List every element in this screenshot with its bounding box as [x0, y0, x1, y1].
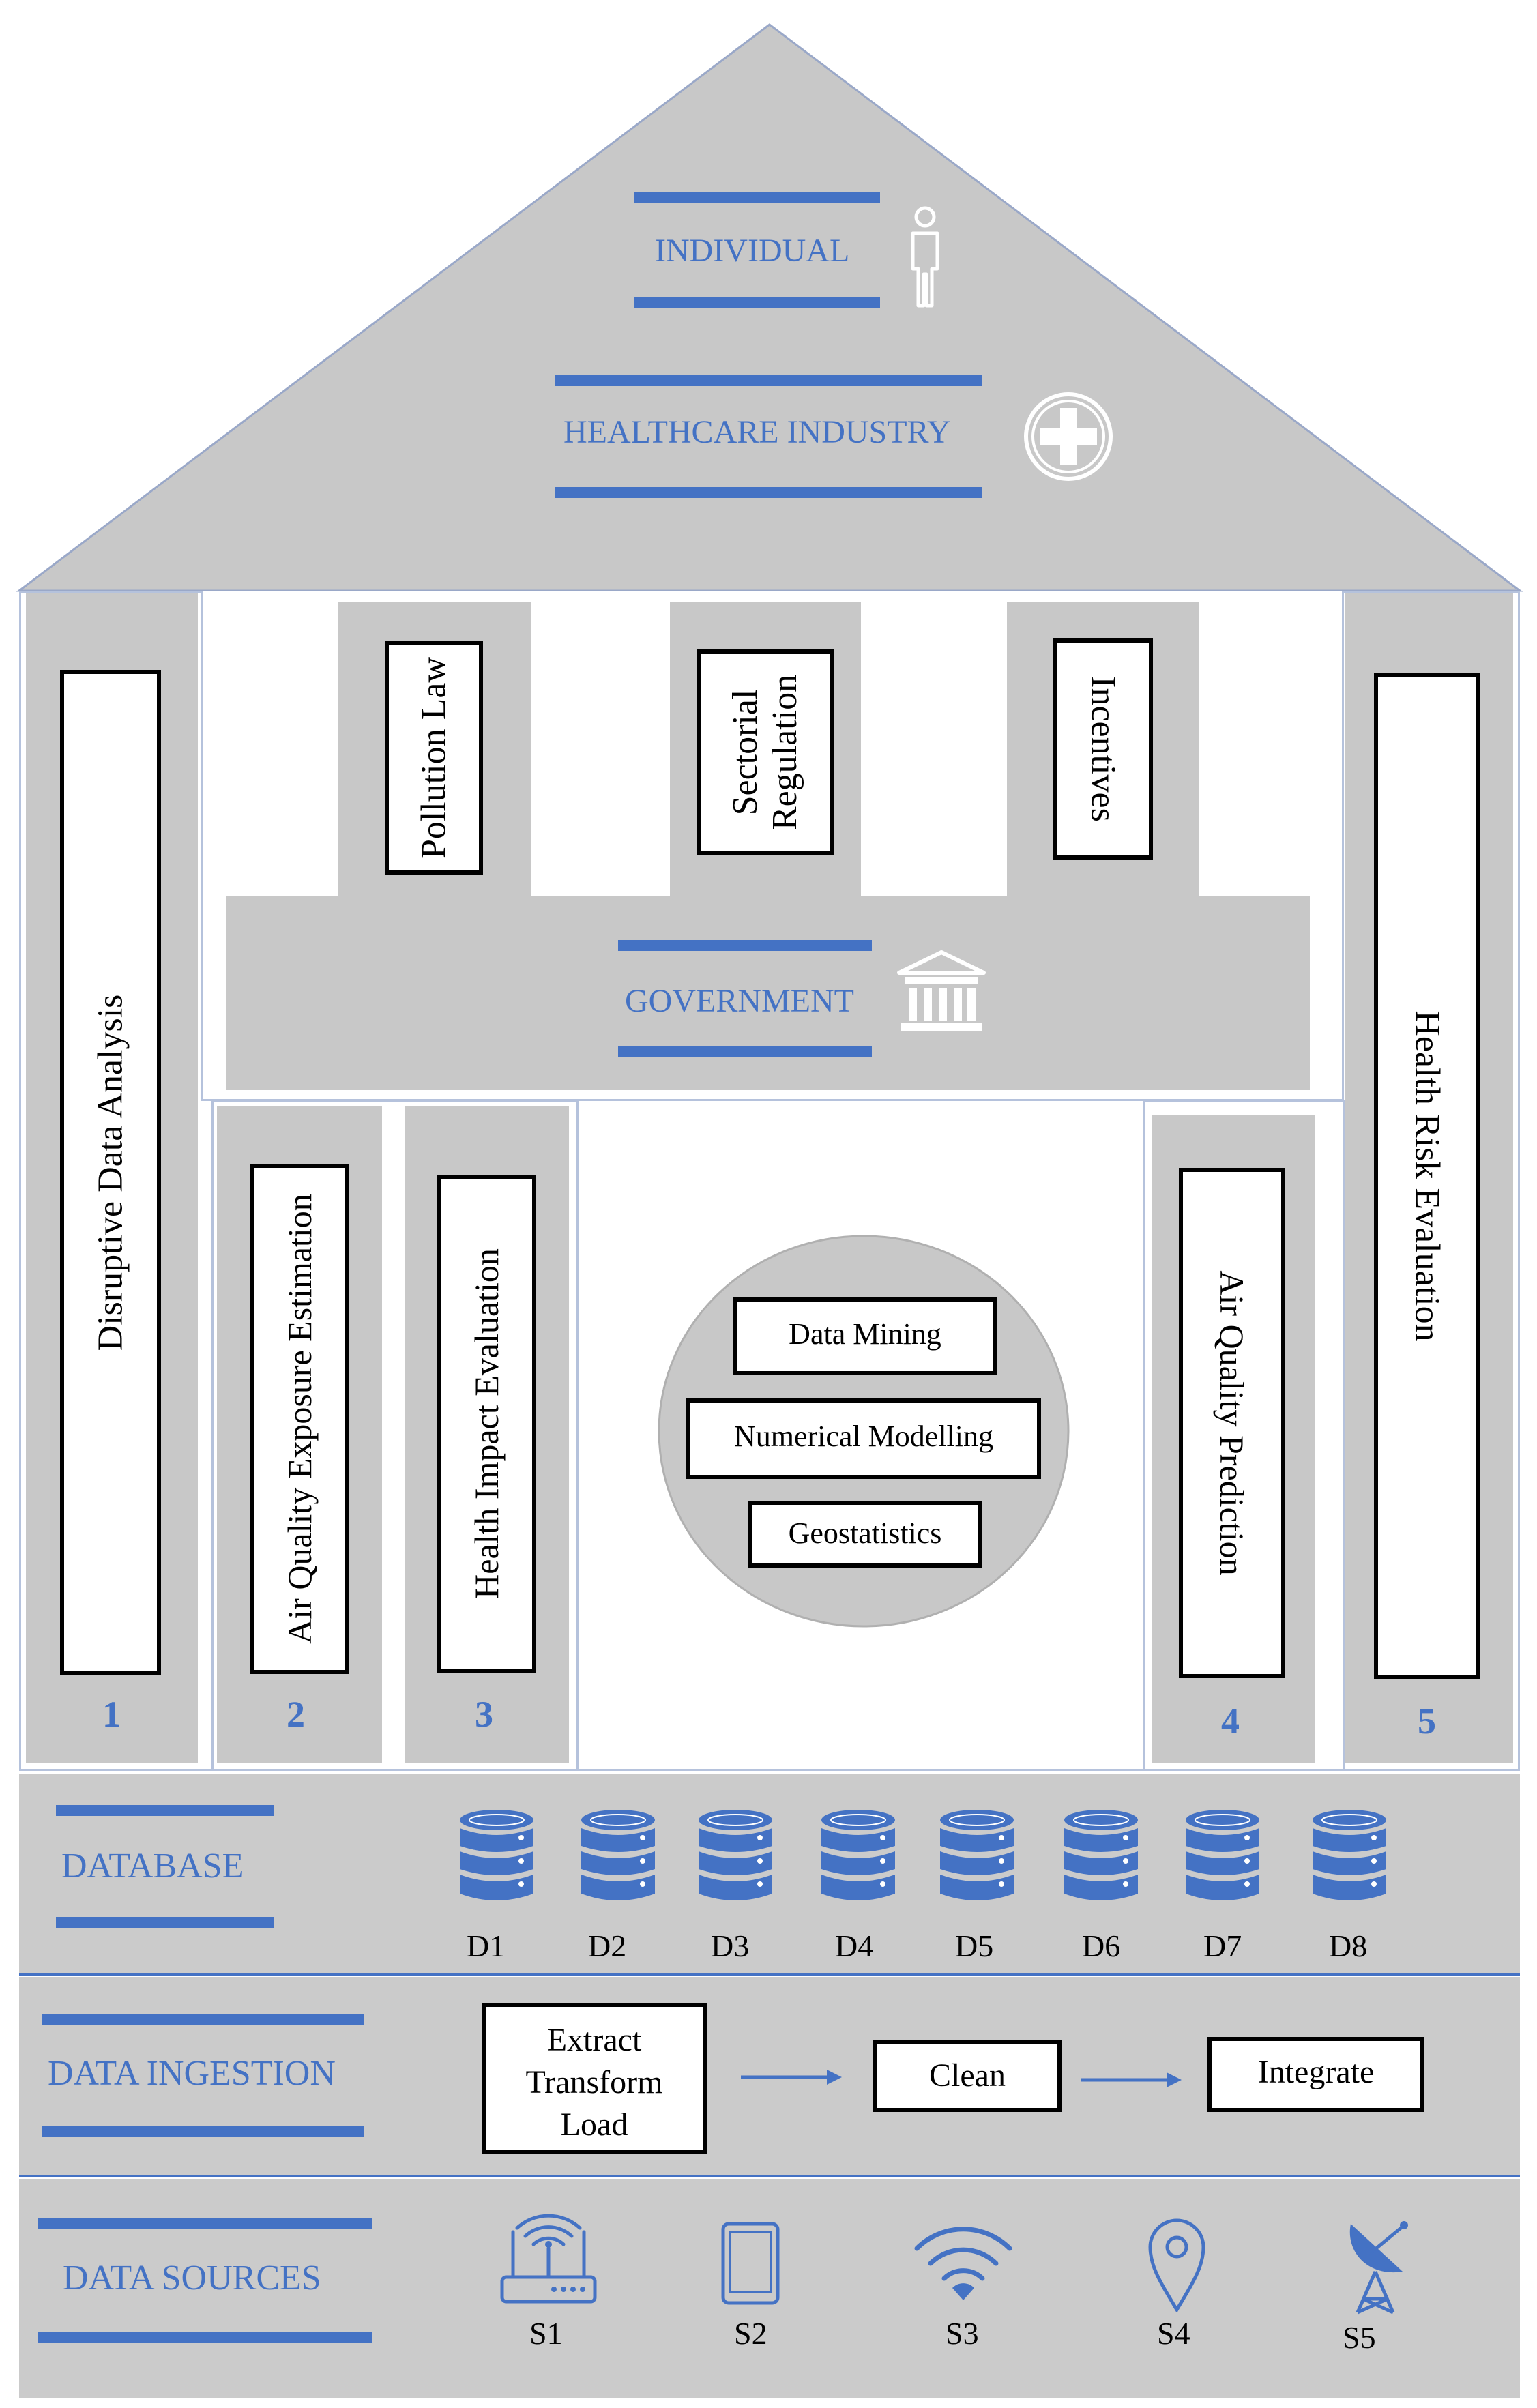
government-bar-bottom [618, 1046, 872, 1057]
integrate-label: Integrate [1257, 2054, 1375, 2090]
s4-label: S4 [1157, 2316, 1190, 2351]
database-icon [460, 1810, 533, 1900]
incentives-label: Incentives [1083, 676, 1123, 822]
database-label-d7: D7 [1203, 1928, 1242, 1963]
router-icon [500, 2214, 597, 2304]
pillar-3-label-box [437, 1175, 536, 1673]
person-icon [911, 206, 939, 308]
healthcare-bar-top [555, 375, 982, 386]
data-sources-label: DATA SOURCES [63, 2259, 321, 2297]
database-icon [940, 1810, 1014, 1900]
pillar-1-label-box [60, 670, 161, 1675]
medical-cross-icon [1024, 392, 1113, 481]
database-icon [821, 1810, 895, 1900]
data-ingestion-label: DATA INGESTION [48, 2054, 336, 2093]
geostatistics-label: Geostatistics [788, 1516, 942, 1550]
database-icon [699, 1810, 772, 1900]
database-bar-top [56, 1805, 274, 1816]
database-icon [1064, 1810, 1138, 1900]
database-label-d1: D1 [467, 1928, 506, 1963]
s1-label: S1 [529, 2316, 563, 2351]
pillar-3-label: Health Impact Evaluation [467, 1248, 506, 1599]
transform-label: Transform [525, 2064, 663, 2100]
etl-box [482, 2003, 707, 2154]
pillar-4-label-box [1179, 1168, 1285, 1678]
clean-label: Clean [929, 2057, 1006, 2094]
individual-bar-bottom [634, 297, 880, 308]
government-beam [226, 896, 1310, 1090]
pillar-2-label: Air Quality Exposure Estimation [280, 1194, 319, 1644]
government-label: GOVERNMENT [625, 983, 854, 1019]
sources-bar-bottom [38, 2332, 372, 2343]
database-label: DATABASE [61, 1847, 244, 1885]
etl-label: Extract Transform Load [482, 2019, 707, 2146]
sectorial-regulation-box [697, 649, 834, 855]
individual-label: INDIVIDUAL [655, 233, 850, 269]
pillar-3-number: 3 [475, 1694, 493, 1735]
government-building-icon [897, 950, 986, 1031]
numerical-modelling-box [686, 1398, 1041, 1479]
wifi-icon [914, 2227, 1012, 2300]
data-mining-box [733, 1297, 997, 1375]
geostatistics-box [748, 1501, 982, 1568]
s2-label: S2 [734, 2316, 767, 2351]
tablet-icon [721, 2222, 780, 2305]
arrow-right-icon [741, 2070, 842, 2085]
load-label: Load [560, 2106, 628, 2143]
extract-label: Extract [546, 2022, 642, 2058]
database-label-d6: D6 [1082, 1928, 1121, 1963]
sectorial-regulation-label: Sectorial Regulation [726, 674, 804, 831]
sources-bar-top [38, 2218, 372, 2229]
pollution-law-box [385, 641, 483, 875]
s5-label: S5 [1343, 2320, 1376, 2355]
data-mining-label: Data Mining [789, 1317, 941, 1351]
pillar-5-label-box [1374, 673, 1480, 1679]
database-icon [1313, 1810, 1386, 1900]
pillar-2-label-box [250, 1164, 349, 1674]
government-bar-top [618, 940, 872, 951]
individual-bar-top [634, 192, 880, 203]
database-label-d4: D4 [835, 1928, 874, 1963]
pillar-5-number: 5 [1418, 1701, 1436, 1742]
integrate-box [1207, 2037, 1424, 2112]
database-icon [581, 1810, 655, 1900]
pillar-1-number: 1 [102, 1694, 121, 1735]
pillar-2-number: 2 [287, 1694, 305, 1735]
database-label-d5: D5 [955, 1928, 994, 1963]
pillar-4-number: 4 [1221, 1701, 1240, 1742]
data-sources-layer [19, 2179, 1520, 2398]
healthcare-industry-label: HEALTHCARE INDUSTRY [563, 414, 951, 450]
pillar-1-label: Disruptive Data Analysis [91, 994, 130, 1351]
pillar-4-label: Air Quality Prediction [1213, 1270, 1251, 1576]
lower-left-frame [211, 1100, 579, 1771]
database-label-d8: D8 [1329, 1928, 1368, 1963]
ingestion-bar-bottom [42, 2126, 364, 2137]
database-bar-bottom [56, 1917, 274, 1928]
database-label-d2: D2 [588, 1928, 627, 1963]
arrow-right-icon [1081, 2072, 1182, 2087]
healthcare-bar-bottom [555, 487, 982, 498]
incentives-box [1053, 638, 1153, 860]
database-icon [1186, 1810, 1259, 1900]
location-pin-icon [1148, 2218, 1205, 2312]
pollution-law-label: Pollution Law [414, 656, 454, 860]
pillar-5-label: Health Risk Evaluation [1407, 1010, 1447, 1342]
numerical-modelling-label: Numerical Modelling [733, 1420, 993, 1453]
lower-right-frame [1143, 1100, 1345, 1771]
s3-label: S3 [946, 2316, 979, 2351]
clean-box [873, 2040, 1062, 2112]
satellite-dish-icon [1349, 2221, 1408, 2315]
database-label-d3: D3 [711, 1928, 750, 1963]
ingestion-bar-top [42, 2014, 364, 2025]
